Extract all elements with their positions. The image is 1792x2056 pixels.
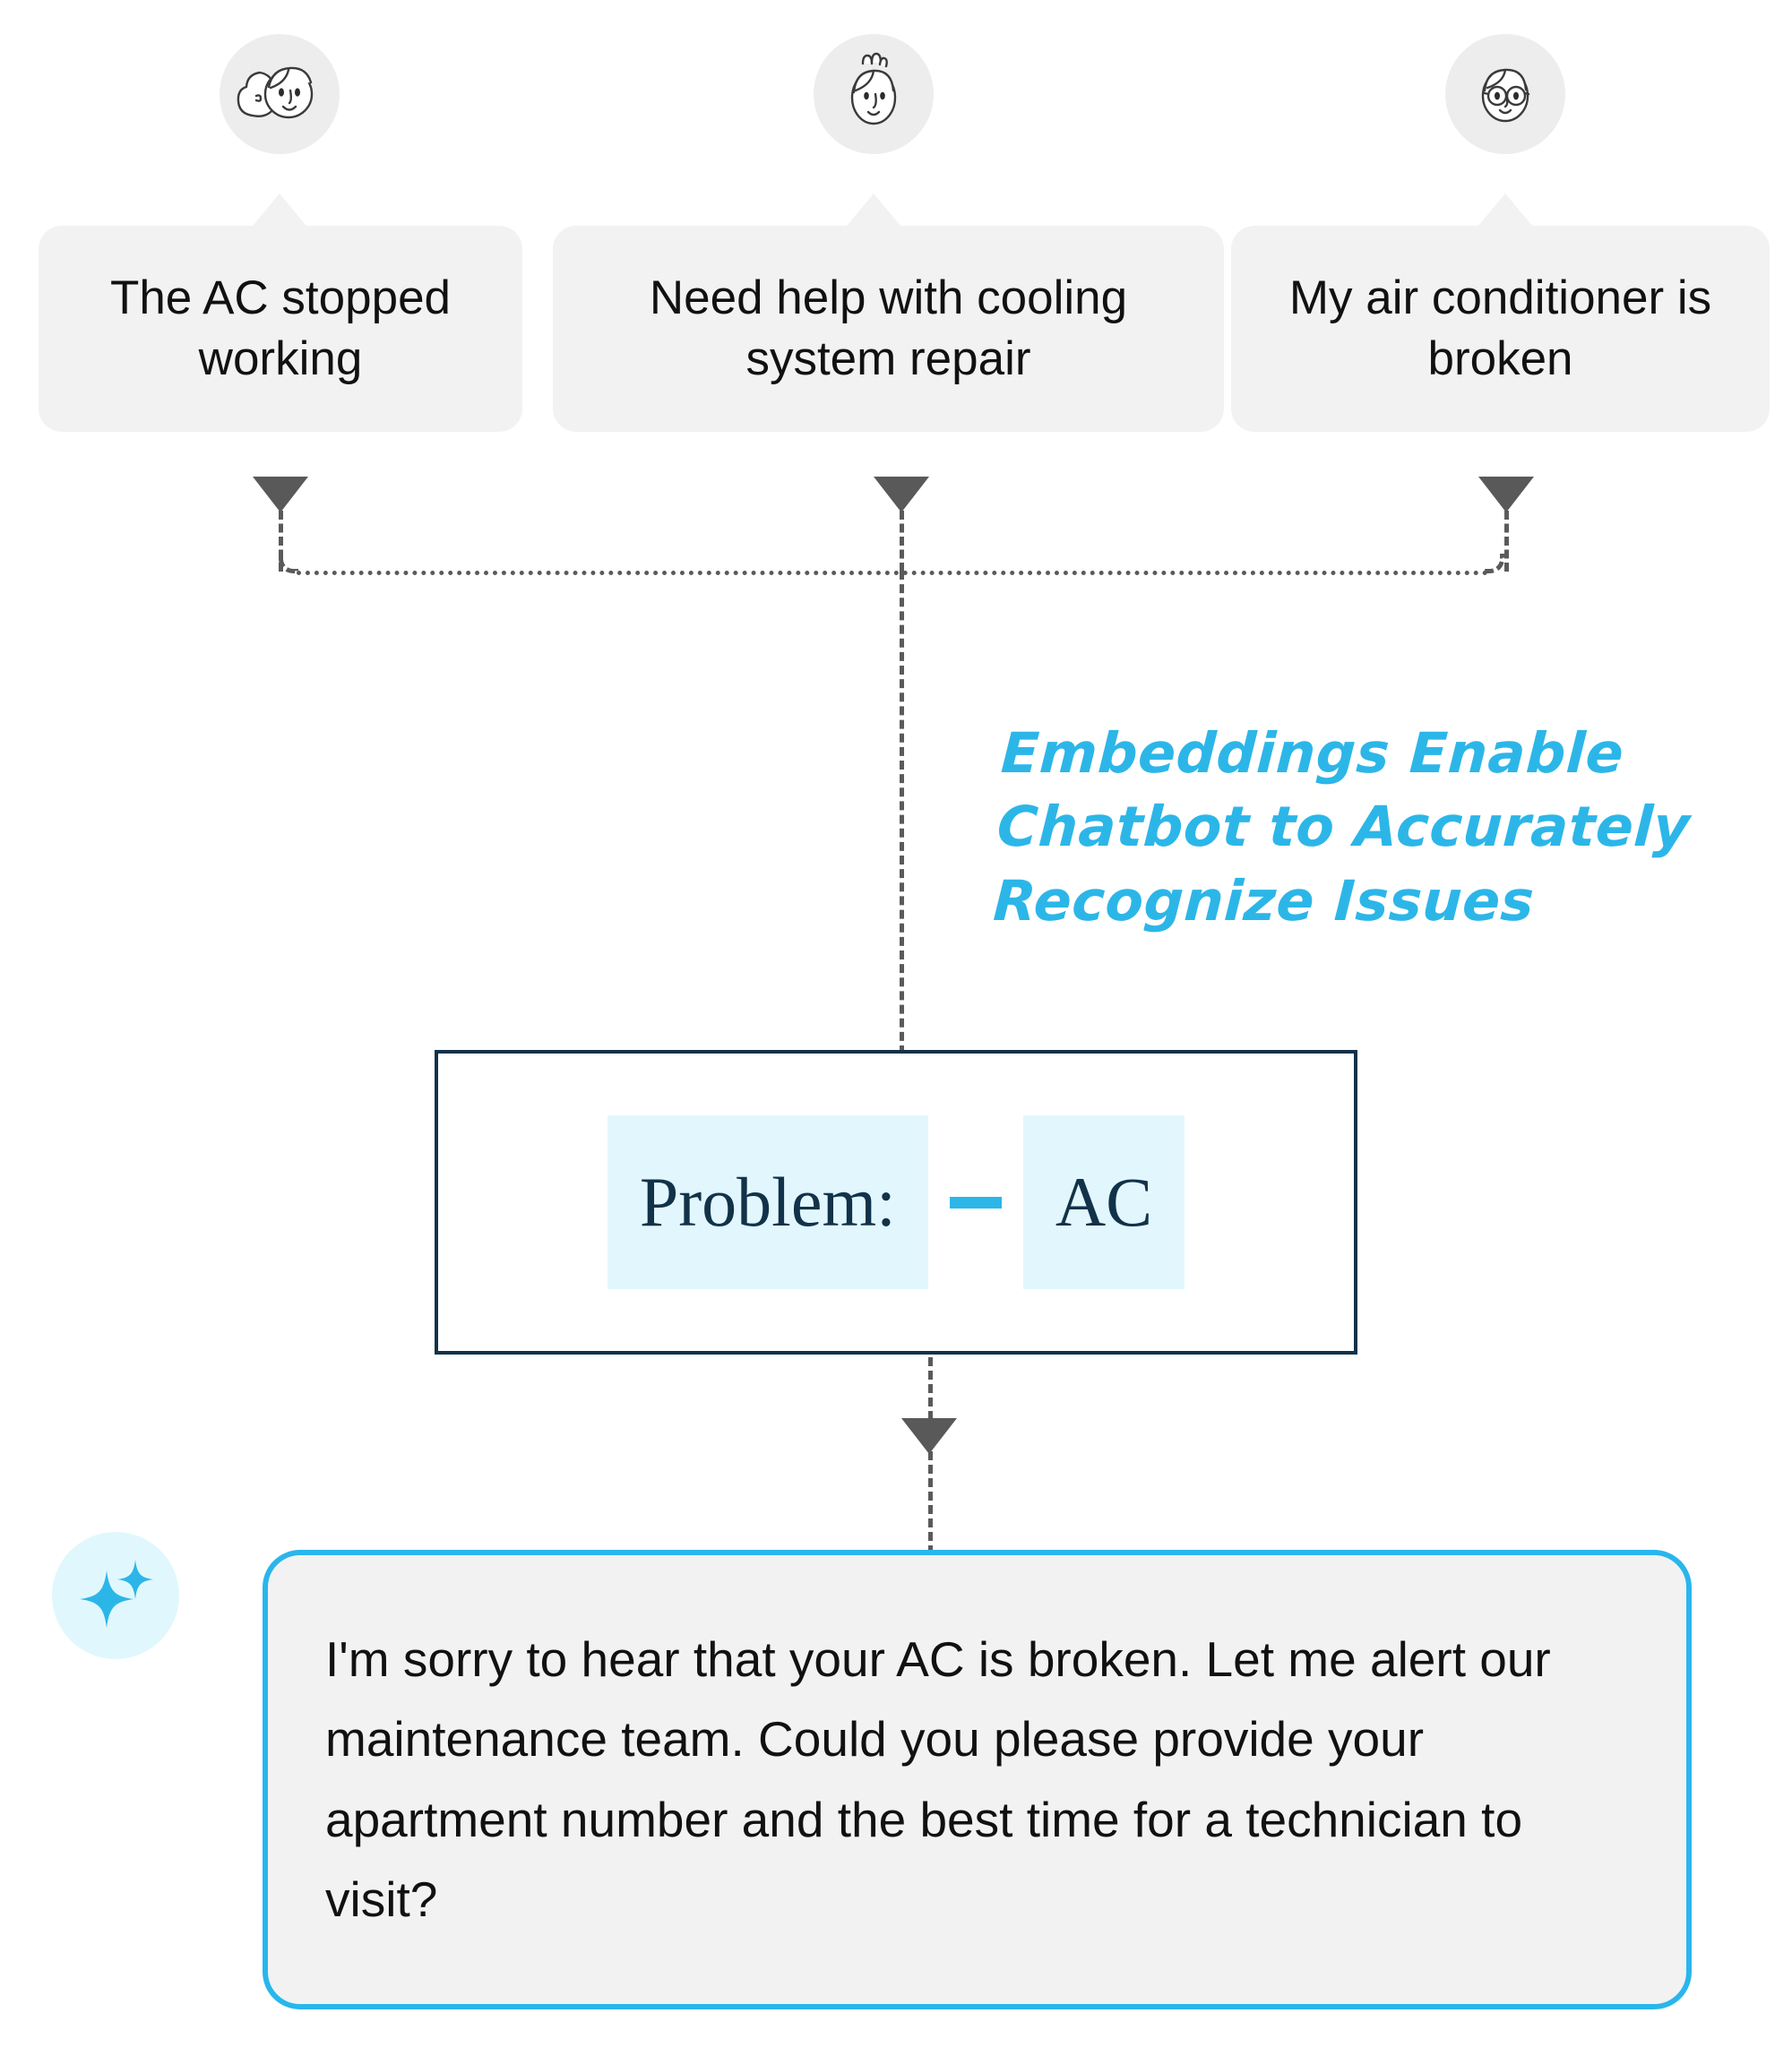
person-curly-hair-avatar-icon: [220, 34, 340, 154]
connector-response-line: [928, 1357, 933, 1554]
connector-corner-left: [279, 554, 298, 573]
connector-center-down: [900, 571, 904, 1054]
problem-token-row: Problem: AC: [607, 1115, 1185, 1289]
user-message-bubble-3[interactable]: My air conditioner is broken: [1231, 226, 1770, 432]
bubble-tail-3: [1478, 194, 1532, 226]
assistant-badge: [52, 1532, 179, 1659]
person-bun-hair-avatar-icon: [814, 34, 934, 154]
bubble-tail-2: [847, 194, 900, 226]
problem-label-token: Problem:: [607, 1115, 928, 1289]
user-message-text-3: My air conditioner is broken: [1288, 271, 1712, 385]
person-glasses-avatar-icon: [1445, 34, 1565, 154]
connector-corner-right: [1485, 554, 1504, 573]
problem-node-box[interactable]: Problem: AC: [435, 1050, 1357, 1355]
problem-separator-dash-icon: [949, 1196, 1002, 1209]
arrow-marker-3: [1478, 477, 1534, 512]
bubble-tail-1: [253, 194, 306, 226]
connector-stub-left: [279, 511, 283, 572]
connector-stub-right: [1504, 511, 1509, 572]
user-message-bubble-2[interactable]: Need help with cooling system repair: [553, 226, 1224, 432]
user-message-bubble-1[interactable]: The AC stopped working: [39, 226, 522, 432]
arrow-marker-1: [253, 477, 308, 512]
user-message-text-2: Need help with cooling system repair: [649, 271, 1128, 385]
arrow-marker-response: [901, 1418, 957, 1454]
annotation-text: Embeddings Enable Chatbot to Accurately …: [991, 720, 1693, 933]
connector-rail: [297, 571, 1488, 575]
arrow-marker-2: [874, 477, 929, 512]
connector-stub-center-top: [900, 511, 904, 572]
sparkles-icon: [80, 1560, 153, 1628]
user-message-text-1: The AC stopped working: [109, 271, 452, 385]
assistant-response-bubble[interactable]: I'm sorry to hear that your AC is broken…: [263, 1550, 1692, 2009]
problem-value-token: AC: [1022, 1115, 1185, 1289]
assistant-response-text: I'm sorry to hear that your AC is broken…: [325, 1631, 1551, 1927]
